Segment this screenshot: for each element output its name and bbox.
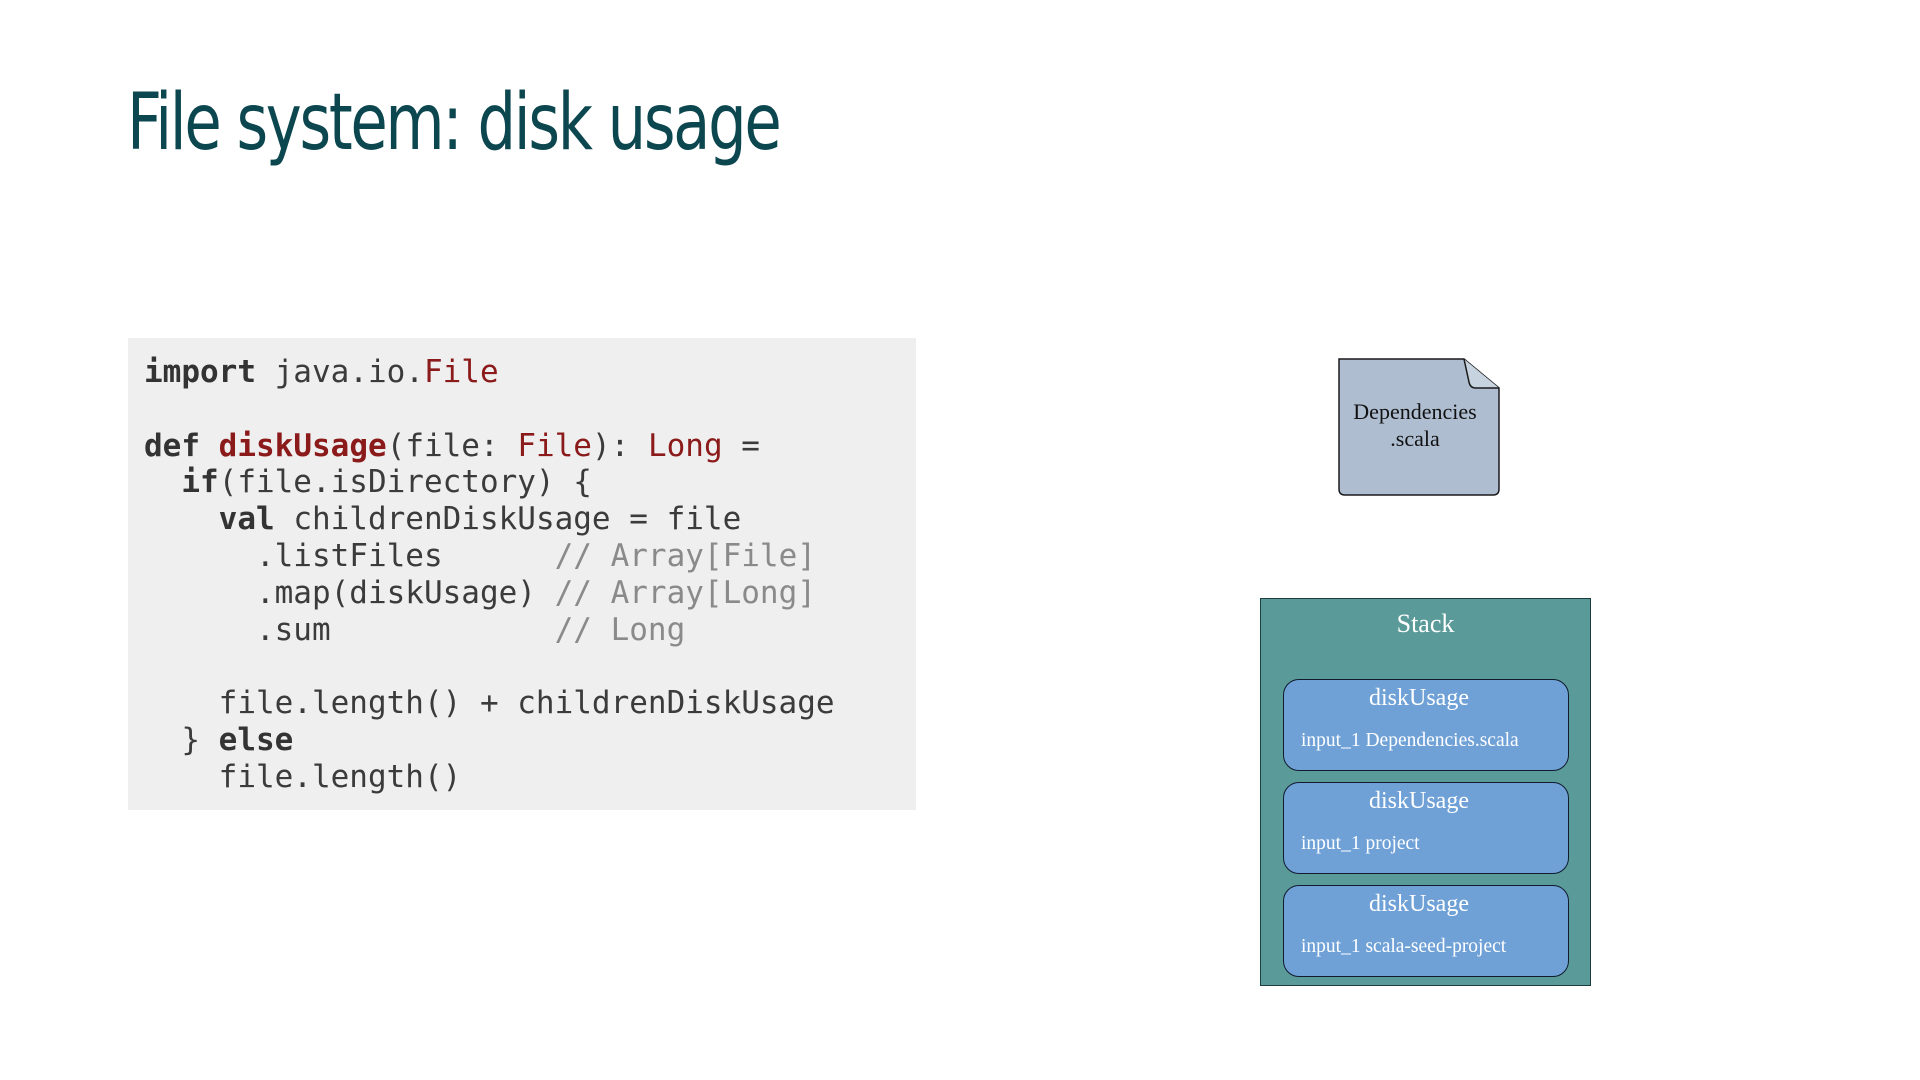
code-token: // Array[File]	[554, 537, 816, 574]
code-token: .map(diskUsage)	[144, 574, 555, 611]
frame-argument: input_1 project	[1301, 833, 1420, 854]
frame-argument: input_1 Dependencies.scala	[1301, 730, 1519, 751]
stack-frame: diskUsage input_1 scala-seed-project	[1283, 885, 1569, 977]
stack-frame: diskUsage input_1 Dependencies.scala	[1283, 679, 1569, 771]
code-line: file.length() + childrenDiskUsage	[144, 685, 916, 722]
code-line: if(file.isDirectory) {	[144, 464, 916, 501]
code-token: import	[144, 354, 256, 390]
code-token: diskUsage	[218, 427, 387, 464]
code-token: File	[517, 427, 592, 464]
code-line: } else	[144, 722, 916, 759]
code-token: Long	[647, 427, 723, 464]
frame-function-name: diskUsage	[1369, 891, 1469, 917]
code-token: ):	[591, 427, 648, 464]
stack-title: Stack	[1396, 609, 1455, 638]
file-label: Dependencies .scala	[1338, 398, 1492, 452]
code-token: // Long	[554, 611, 686, 648]
slide-title: File system: disk usage	[127, 78, 782, 168]
file-node: Dependencies .scala	[1338, 358, 1502, 498]
code-token: =	[722, 427, 760, 464]
stack-frame: diskUsage input_1 project	[1283, 782, 1569, 874]
code-token: // Array[Long]	[554, 574, 816, 611]
code-line: .map(diskUsage) // Array[Long]	[144, 575, 916, 612]
code-token: (file.isDirectory) {	[218, 464, 592, 501]
frame-argument: input_1 scala-seed-project	[1301, 936, 1507, 957]
code-token: childrenDiskUsage = file	[274, 501, 742, 538]
code-line	[144, 648, 916, 685]
file-icon	[1338, 358, 1500, 496]
code-token: val	[218, 501, 275, 538]
code-line	[144, 391, 916, 428]
code-token: (file:	[386, 427, 518, 464]
code-line: import java.io.File	[144, 354, 916, 391]
code-token: }	[144, 721, 219, 758]
code-token: file.length()	[144, 758, 462, 795]
code-token	[144, 501, 219, 537]
frame-function-name: diskUsage	[1369, 788, 1469, 814]
code-line: .sum // Long	[144, 612, 916, 649]
code-token: File	[423, 354, 499, 390]
code-line: def diskUsage(file: File): Long =	[144, 428, 916, 465]
file-name-line-1: Dependencies	[1353, 399, 1477, 424]
code-token: def	[144, 427, 200, 464]
file-name-line-2: .scala	[1390, 426, 1440, 451]
code-token: .sum	[144, 611, 555, 648]
code-line: .listFiles // Array[File]	[144, 538, 916, 575]
code-token: if	[181, 464, 219, 501]
code-line: val childrenDiskUsage = file	[144, 501, 916, 538]
code-token	[144, 464, 181, 500]
frame-function-name: diskUsage	[1369, 685, 1469, 711]
call-stack: Stack diskUsage input_1 Dependencies.sca…	[1260, 598, 1591, 986]
code-token: java.io.	[255, 354, 424, 390]
code-token	[200, 428, 219, 464]
code-token: .listFiles	[144, 537, 555, 574]
code-token: else	[218, 721, 294, 758]
code-line: file.length()	[144, 759, 916, 796]
code-token: file.length() + childrenDiskUsage	[144, 685, 835, 722]
